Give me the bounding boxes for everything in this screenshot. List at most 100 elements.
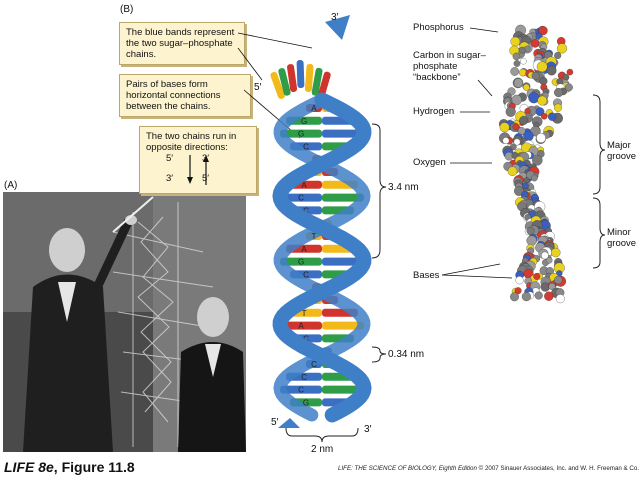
- atom-sphere: [536, 133, 546, 143]
- direction-arrows-icon: [187, 155, 209, 185]
- panel-b-label: (B): [120, 4, 134, 15]
- atom-sphere: [554, 51, 562, 60]
- atom-sphere: [541, 251, 549, 260]
- atom-sphere: [547, 112, 557, 121]
- atom-sphere: [514, 186, 524, 196]
- base-letter: T: [302, 309, 307, 318]
- atom-sphere: [502, 137, 510, 144]
- figure-caption: LIFE 8e, Figure 11.8: [4, 459, 135, 475]
- base-segment: [311, 67, 323, 96]
- width-label: 2 nm: [311, 444, 334, 455]
- atom-sphere: [518, 46, 526, 54]
- label-major-groove: Major groove: [607, 140, 637, 162]
- dir-left-top: 5′: [166, 153, 174, 164]
- atom-sphere: [556, 43, 568, 54]
- atom-sphere: [531, 71, 540, 81]
- panel-a-label: (A): [4, 180, 18, 191]
- base-segment: [296, 60, 305, 89]
- atom-sphere: [512, 52, 521, 61]
- base-letter: G: [303, 398, 309, 407]
- base-letter: G: [298, 258, 304, 267]
- atom-sphere: [507, 166, 518, 176]
- label-carbon-backbone: Carbon in sugar–phosphate “backbone”: [413, 50, 486, 83]
- figure-number: , Figure 11.8: [53, 459, 135, 475]
- atom-sphere: [540, 113, 548, 120]
- base-letter: G: [298, 130, 304, 139]
- base-segment: [270, 71, 285, 99]
- base-letter: C: [311, 360, 317, 369]
- watson-crick-photo: [3, 192, 246, 452]
- base-letter: C: [301, 373, 307, 382]
- callout-base-pairs: Pairs of bases form horizontal connectio…: [119, 74, 251, 117]
- base-letter: T: [312, 232, 317, 241]
- base-letter: A: [301, 181, 307, 190]
- atom-sphere: [514, 287, 522, 295]
- atom-sphere: [512, 123, 520, 131]
- base-segment: [280, 385, 322, 394]
- base-segment: [280, 129, 322, 138]
- atom-sphere: [554, 87, 564, 98]
- credit-rest: © 2007 Sinauer Associates, Inc. and W. H…: [478, 465, 640, 472]
- atom-sphere: [554, 275, 563, 285]
- book-title: LIFE 8e: [4, 459, 54, 475]
- base-segment: [280, 257, 322, 266]
- space-filling-dna-model: [498, 24, 574, 304]
- label-oxygen: Oxygen: [413, 157, 446, 168]
- atom-sphere: [521, 292, 531, 302]
- atom-sphere: [520, 57, 527, 65]
- rise-label: 0.34 nm: [388, 349, 425, 360]
- base-segment: [322, 193, 364, 202]
- base-letter: G: [301, 117, 307, 126]
- atom-sphere: [533, 272, 541, 280]
- callout-blue-bands: The blue bands represent the two sugar–p…: [119, 22, 245, 65]
- base-letter: C: [303, 206, 309, 215]
- atom-sphere: [535, 107, 545, 117]
- atom-sphere: [544, 291, 554, 301]
- base-segment: [304, 63, 314, 92]
- atom-sphere: [499, 122, 510, 133]
- antiparallel-title: The two chains run in opposite direction…: [146, 131, 237, 153]
- strand-bottom-arrowhead-icon: [278, 418, 300, 428]
- label-bases: Bases: [413, 270, 440, 281]
- base-letter: C: [303, 334, 309, 343]
- helix-bottom-5prime: 5′: [271, 417, 279, 428]
- base-segment: [280, 193, 322, 202]
- atom-sphere: [546, 65, 557, 76]
- pitch-label: 3.4 nm: [388, 182, 419, 193]
- helix-bottom-3prime: 3′: [364, 424, 372, 435]
- atom-sphere: [532, 155, 543, 166]
- credit-title: LIFE: THE SCIENCE OF BIOLOGY, Eighth Edi…: [338, 465, 477, 472]
- atom-sphere: [536, 61, 548, 73]
- atom-sphere: [519, 115, 529, 125]
- base-segment: [278, 68, 291, 96]
- copyright-credit: LIFE: THE SCIENCE OF BIOLOGY, Eighth Edi…: [338, 465, 639, 472]
- base-segment: [322, 257, 364, 266]
- atom-sphere: [564, 83, 573, 92]
- base-letter: A: [311, 104, 317, 113]
- atom-sphere: [548, 282, 556, 291]
- base-segment: [322, 321, 364, 330]
- atom-sphere: [522, 83, 530, 91]
- base-segment: [317, 71, 331, 100]
- atom-sphere: [513, 138, 521, 146]
- dir-left-bottom: 3′: [166, 173, 174, 184]
- atom-sphere: [555, 294, 565, 304]
- atom-sphere: [515, 276, 524, 285]
- atom-sphere: [538, 26, 548, 36]
- atom-sphere: [537, 95, 548, 106]
- base-letter: C: [298, 194, 304, 203]
- atom-sphere: [510, 67, 520, 76]
- atom-sphere: [534, 291, 543, 300]
- strand-top-arrowhead-icon: [325, 15, 350, 40]
- label-phosphorus: Phosphorus: [413, 22, 464, 33]
- base-letter: C: [303, 270, 309, 279]
- label-minor-groove: Minor groove: [607, 227, 637, 249]
- base-segment: [280, 321, 322, 330]
- atom-sphere: [545, 257, 553, 264]
- base-letter: A: [298, 322, 304, 331]
- helix-top-3prime: 3′: [331, 12, 339, 23]
- atom-sphere: [531, 174, 538, 182]
- atom-sphere: [513, 78, 524, 88]
